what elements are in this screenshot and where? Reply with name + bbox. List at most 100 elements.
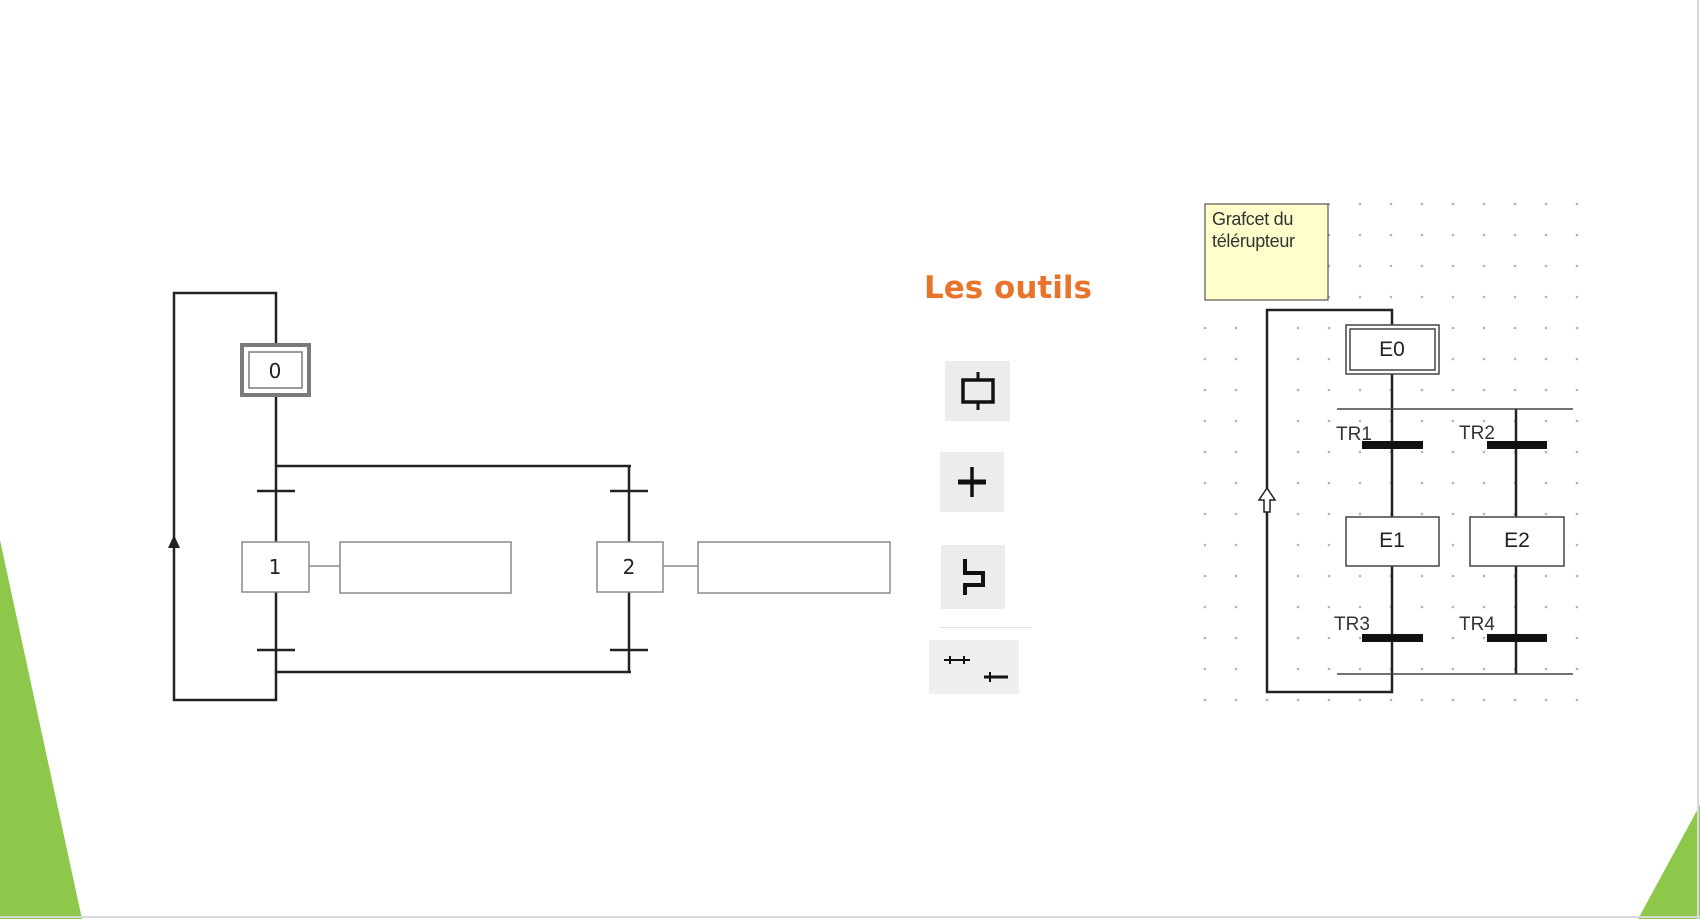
grid-dot <box>1265 698 1269 702</box>
grid-dot <box>1420 667 1424 671</box>
step-tool-button[interactable] <box>945 361 1010 421</box>
grid-dot <box>1234 667 1238 671</box>
step-1-action-box[interactable] <box>339 541 512 594</box>
grid-dot <box>1451 698 1455 702</box>
grid-dot <box>1451 605 1455 609</box>
grid-dot <box>1451 264 1455 268</box>
grid-dot <box>1389 264 1393 268</box>
grid-dot <box>1296 574 1300 578</box>
grid-dot <box>1451 543 1455 547</box>
step-1[interactable]: 1 <box>241 541 310 593</box>
grid-dot <box>1420 419 1424 423</box>
grid-dot <box>1544 512 1548 516</box>
grid-dot <box>1451 326 1455 330</box>
grid-dot <box>1327 388 1331 392</box>
transition-tr3-label: TR3 <box>1334 614 1370 635</box>
grid-dot <box>1389 295 1393 299</box>
transition-tr3-bar[interactable] <box>1362 634 1423 642</box>
step-e2-label: E2 <box>1504 529 1530 552</box>
step-e1[interactable]: E1 <box>1345 516 1440 567</box>
transition-tr4-label: TR4 <box>1459 614 1495 635</box>
grid-dot <box>1575 512 1579 516</box>
grid-dot <box>1389 698 1393 702</box>
grid-dot <box>1482 419 1486 423</box>
grafcet-note-box[interactable] <box>1204 203 1329 301</box>
grid-dot <box>1575 543 1579 547</box>
grid-dot <box>1420 295 1424 299</box>
grid-dot <box>1544 450 1548 454</box>
transition-tr2-bar[interactable] <box>1487 441 1547 449</box>
step-tool-icon <box>960 372 995 410</box>
grid-dot <box>1358 419 1362 423</box>
grid-dot <box>1544 605 1548 609</box>
grid-dot <box>1482 357 1486 361</box>
grid-dot <box>1203 605 1207 609</box>
grid-dot <box>1513 264 1517 268</box>
grid-dot <box>1296 388 1300 392</box>
grid-dot <box>1203 636 1207 640</box>
grafcet-note-text: Grafcet du télérupteur <box>1212 209 1295 251</box>
grid-dot <box>1420 512 1424 516</box>
grid-dot <box>1482 636 1486 640</box>
grid-dot <box>1203 543 1207 547</box>
grid-dot <box>1358 388 1362 392</box>
grid-dot <box>1234 450 1238 454</box>
grid-dot <box>1327 667 1331 671</box>
grid-dot <box>1358 574 1362 578</box>
step-0[interactable]: 0 <box>240 343 311 397</box>
grid-dot <box>1482 698 1486 702</box>
grid-dot <box>1296 543 1300 547</box>
grid-dot <box>1544 233 1548 237</box>
transition-tr4-bar[interactable] <box>1487 634 1547 642</box>
grid-dot <box>1544 574 1548 578</box>
grid-dot <box>1420 574 1424 578</box>
slide-decoration-right <box>1638 805 1700 919</box>
grid-dot <box>1513 357 1517 361</box>
grid-dot <box>1544 481 1548 485</box>
grid-dot <box>1203 419 1207 423</box>
grid-dot <box>1358 233 1362 237</box>
grid-dot <box>1358 667 1362 671</box>
link-tool-button[interactable] <box>941 545 1005 609</box>
grid-dot <box>1544 388 1548 392</box>
step-2[interactable]: 2 <box>596 541 664 593</box>
grid-dot <box>1358 481 1362 485</box>
transition-tool-icon <box>958 467 986 497</box>
step-e2[interactable]: E2 <box>1469 516 1565 567</box>
grid-dot <box>1358 295 1362 299</box>
transition-tr1-bar[interactable] <box>1362 441 1423 449</box>
grid-dot <box>1420 233 1424 237</box>
grid-dot <box>1451 388 1455 392</box>
step-0-label: 0 <box>269 359 282 383</box>
grid-dot <box>1482 481 1486 485</box>
grid-dot <box>1482 295 1486 299</box>
grid-dot <box>1575 295 1579 299</box>
grid-dot <box>1575 388 1579 392</box>
grid-dot <box>1513 698 1517 702</box>
grid-dot <box>1234 543 1238 547</box>
step-2-label: 2 <box>623 555 636 579</box>
grid-dot <box>1544 202 1548 206</box>
grid-dot <box>1203 388 1207 392</box>
divergence-tool-button[interactable] <box>929 640 1019 694</box>
grid-dot <box>1575 202 1579 206</box>
grid-dot <box>1482 202 1486 206</box>
grid-dot <box>1327 605 1331 609</box>
grid-dot <box>1451 419 1455 423</box>
transition-tool-button[interactable] <box>940 452 1004 512</box>
loop-arrow <box>168 535 180 548</box>
grid-dot <box>1575 481 1579 485</box>
grid-dot <box>1234 481 1238 485</box>
grid-dot <box>1420 388 1424 392</box>
step-2-action-box[interactable] <box>697 541 891 594</box>
grid-dot <box>1234 357 1238 361</box>
link-tool-icon <box>963 559 985 595</box>
transition-tr2-label: TR2 <box>1459 423 1495 444</box>
grid-dot <box>1451 512 1455 516</box>
grid-dot <box>1451 450 1455 454</box>
step-e0[interactable]: E0 <box>1345 324 1440 375</box>
grid-dot <box>1296 357 1300 361</box>
grid-dot <box>1420 202 1424 206</box>
grid-dot <box>1575 357 1579 361</box>
grid-dot <box>1327 543 1331 547</box>
